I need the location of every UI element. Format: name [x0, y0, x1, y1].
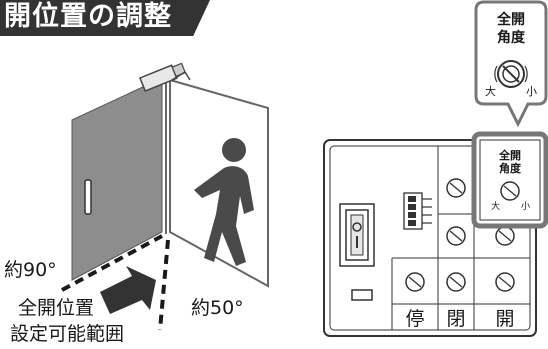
- title-banner: [0, 0, 210, 36]
- bubble-dial-small: 小: [526, 85, 537, 98]
- angle-90-label: 約90°: [4, 259, 57, 281]
- angle-50-label: 約50°: [191, 297, 244, 319]
- range-label-line2: 設定可能範囲: [10, 323, 125, 345]
- bubble-label-line1: 全開: [497, 12, 525, 28]
- power-switch: [339, 203, 375, 267]
- dip-switch: [403, 192, 432, 230]
- page-title: 開位置の調整: [4, 1, 172, 32]
- stop-button[interactable]: 停: [405, 308, 425, 330]
- panel-label-line2: 角度: [499, 162, 521, 175]
- door-closed-leaf: [71, 77, 163, 281]
- bubble-label-line2: 角度: [497, 30, 525, 46]
- panel-dial-small: 小: [521, 202, 531, 212]
- person-figure: [194, 138, 254, 266]
- panel-label-line1: 全開: [499, 149, 521, 162]
- range-label-line1: 全開位置: [18, 297, 95, 319]
- range-line-90: [61, 234, 163, 292]
- range-line-50: [158, 239, 170, 331]
- door-closer: [139, 62, 187, 92]
- panel-dial-large: 大: [491, 202, 501, 212]
- open-button[interactable]: 開: [495, 308, 515, 330]
- bubble-dial-large: 大: [485, 85, 496, 98]
- range-arrow: [100, 266, 156, 314]
- door-handle: [84, 179, 92, 215]
- indicator-lamp: [351, 289, 373, 301]
- close-button[interactable]: 閉: [446, 308, 466, 330]
